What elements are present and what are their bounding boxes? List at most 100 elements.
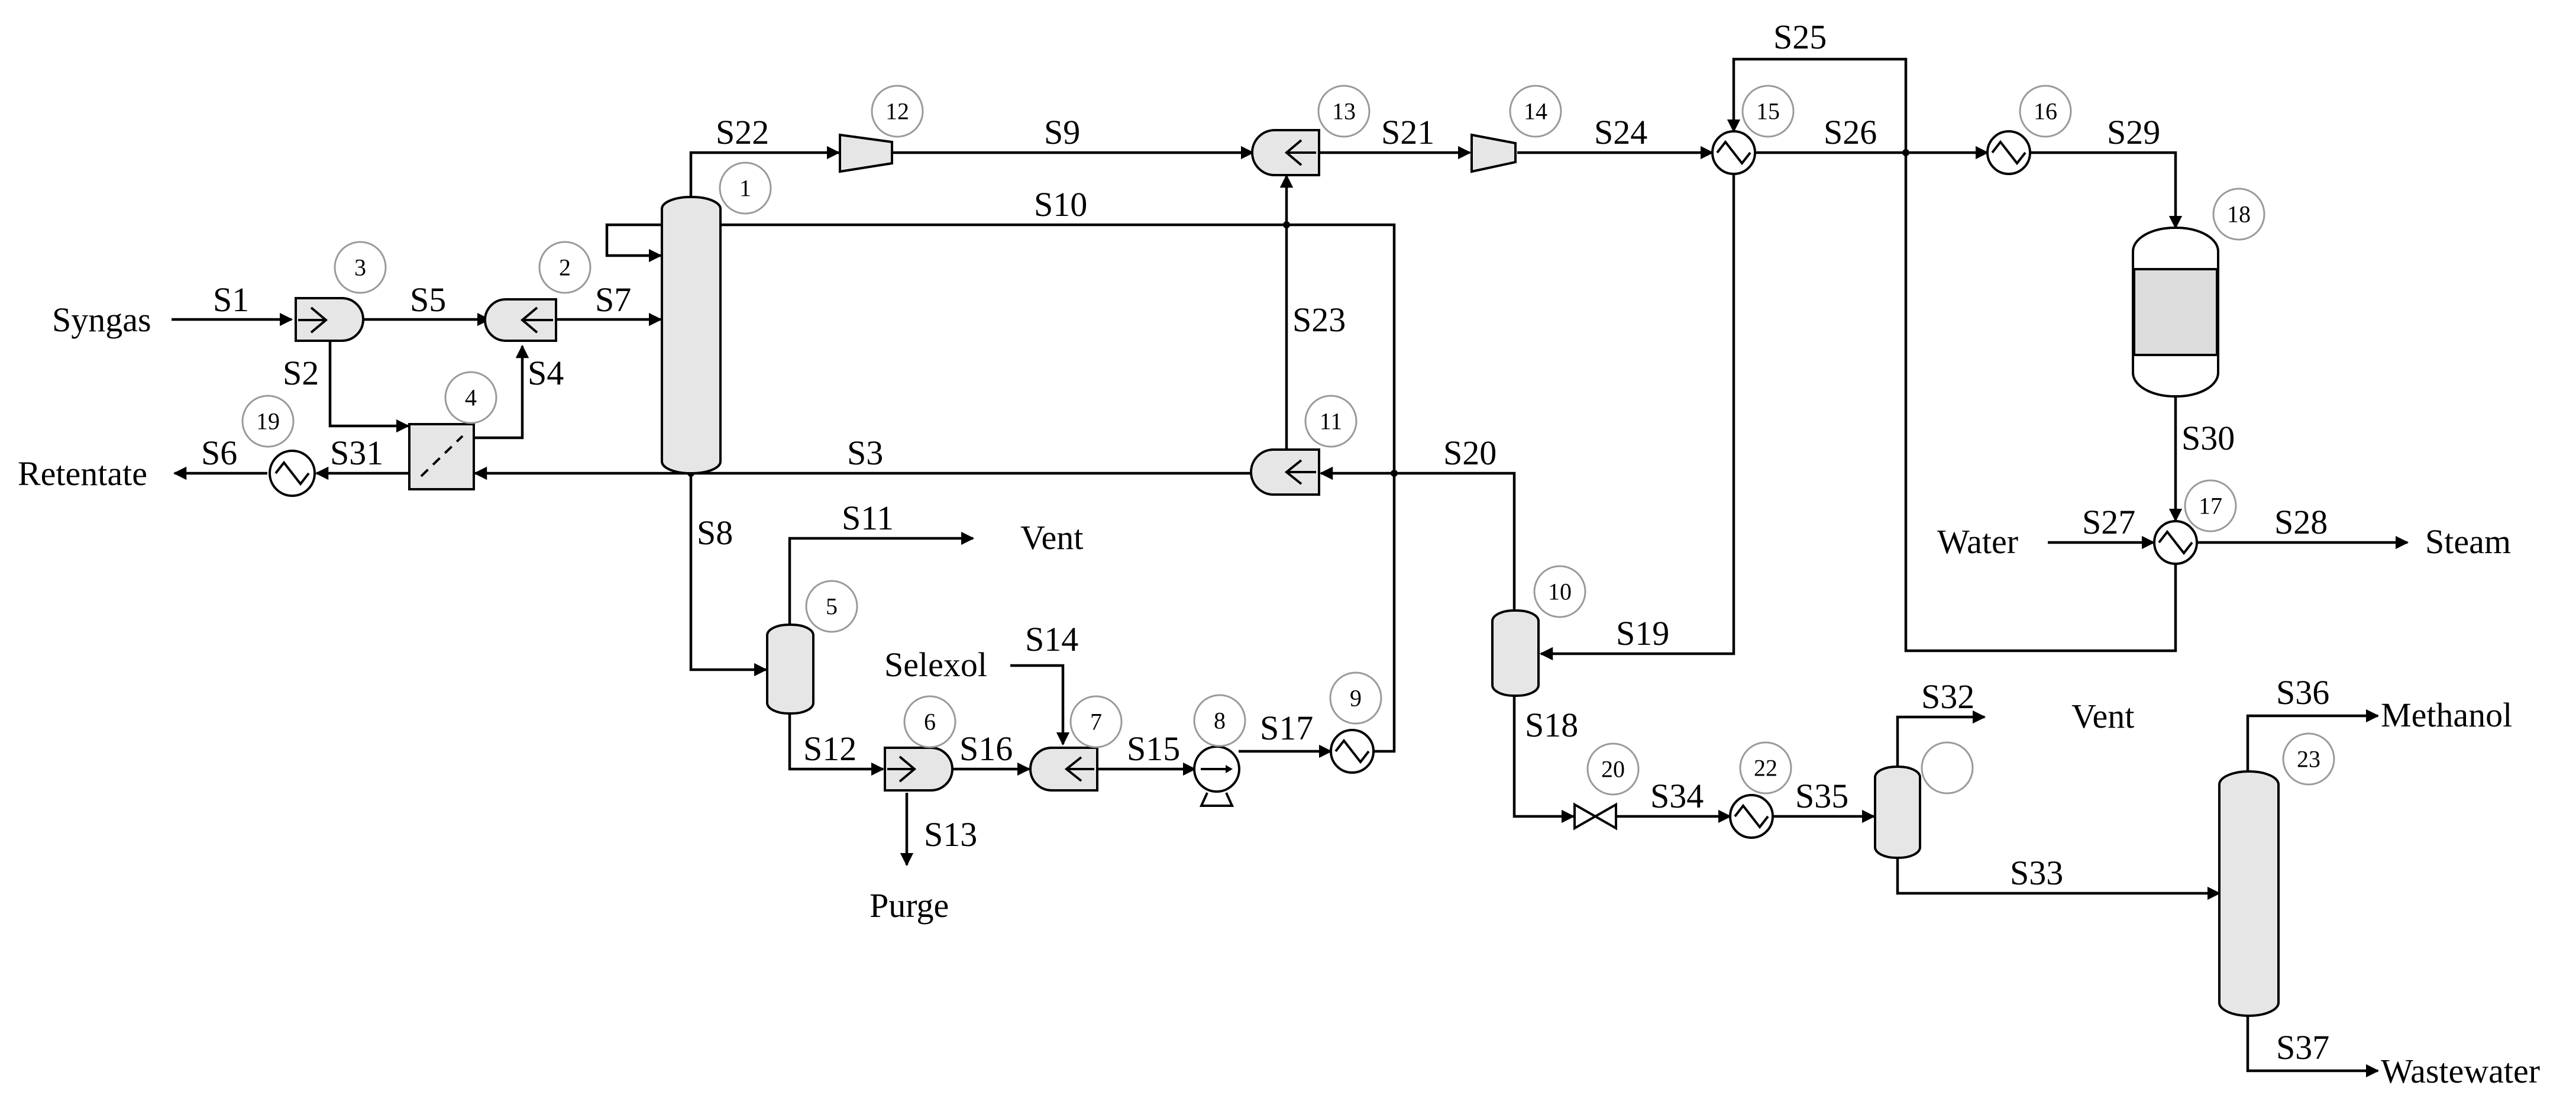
unit-number-19: 19 — [256, 408, 280, 435]
stream-label-s32: S32 — [1921, 677, 1974, 716]
stream-label-s21: S21 — [1381, 113, 1434, 151]
reactor-18[interactable] — [2132, 227, 2219, 398]
unit-number-16: 16 — [2034, 98, 2057, 125]
cooler-19[interactable] — [269, 450, 316, 497]
heat-exchanger-15[interactable] — [1711, 130, 1756, 175]
stream-label-s4: S4 — [528, 354, 564, 392]
mixer-13[interactable] — [1251, 129, 1320, 176]
stream-label-s31: S31 — [330, 434, 383, 472]
stream-label-s18: S18 — [1525, 706, 1578, 744]
product-label-retentate: Retentate — [18, 454, 147, 493]
stream-labels: S1 S2 S5 S7 S4 S6 S31 S3 S20 S22 S9 S10 … — [201, 18, 2329, 1067]
stream-line-s4 — [474, 344, 529, 440]
stream-label-s10: S10 — [1034, 185, 1087, 224]
unit-badges: 1 2 3 4 5 6 7 8 9 10 11 12 13 14 15 16 1… — [241, 85, 2335, 796]
stream-label-s5: S5 — [410, 280, 446, 319]
stream-label-s27: S27 — [2082, 503, 2135, 541]
unit-number-9: 9 — [1350, 685, 1362, 712]
stream-label-s26: S26 — [1824, 113, 1877, 151]
junction-dot — [1902, 149, 1909, 156]
unit-number-10: 10 — [1548, 579, 1572, 605]
splitter-3[interactable] — [295, 297, 364, 342]
product-label-vent-1: Vent — [1020, 518, 1083, 557]
feed-label-water: Water — [1937, 522, 2018, 561]
stream-line-s20 — [1319, 466, 1516, 611]
heat-exchanger-17[interactable] — [2153, 520, 2198, 565]
stream-label-s19: S19 — [1616, 614, 1669, 653]
flash-drum-10[interactable] — [1491, 609, 1540, 697]
stream-label-s7: S7 — [595, 280, 631, 319]
stream-line-s25 — [1727, 57, 1908, 153]
stream-label-s2: S2 — [283, 354, 319, 392]
mixer-7[interactable] — [1029, 747, 1098, 792]
feed-label-syngas: Syngas — [52, 301, 151, 339]
junction-dot — [1391, 470, 1398, 477]
stream-label-s23: S23 — [1292, 301, 1346, 339]
stream-line-s12 — [788, 713, 885, 776]
distillation-column-23[interactable] — [2218, 770, 2280, 1017]
stream-line-s10 — [605, 223, 1396, 753]
stream-line-s29 — [2030, 151, 2183, 230]
stream-label-s8: S8 — [697, 513, 733, 552]
unit-number-1: 1 — [739, 175, 751, 202]
unit-number-3: 3 — [354, 254, 366, 281]
product-label-purge: Purge — [870, 886, 949, 925]
compressor-14[interactable] — [1470, 133, 1517, 173]
stream-label-s14: S14 — [1025, 620, 1078, 658]
unit-number-4: 4 — [465, 385, 477, 411]
stream-label-s16: S16 — [959, 729, 1013, 768]
mixer-11[interactable] — [1250, 448, 1320, 496]
stream-line-s33 — [1896, 858, 2221, 900]
stream-label-s30: S30 — [2181, 419, 2235, 457]
stream-lines — [172, 57, 2409, 1078]
stream-line-s22 — [689, 146, 841, 197]
product-label-wastewater: Wastewater — [2381, 1052, 2540, 1090]
cooler-22[interactable] — [1729, 794, 1774, 839]
product-label-steam: Steam — [2425, 522, 2511, 561]
feed-label-selexol: Selexol — [884, 645, 987, 684]
stream-label-s17: S17 — [1260, 709, 1313, 747]
stream-line-s11 — [788, 531, 975, 625]
unit-number-13: 13 — [1332, 98, 1356, 125]
membrane-separator-4[interactable] — [408, 423, 475, 490]
stream-line-s25-return — [1904, 153, 2177, 653]
unit-number-20: 20 — [1601, 756, 1625, 783]
stream-line-s19 — [1539, 174, 1735, 661]
unit-number-23: 23 — [2297, 746, 2320, 773]
stream-label-s3: S3 — [847, 434, 883, 472]
stream-label-s13: S13 — [924, 815, 977, 854]
stream-line-s2 — [328, 341, 410, 433]
valve-20[interactable] — [1573, 802, 1617, 831]
splitter-6[interactable] — [884, 747, 954, 792]
stream-label-s9: S9 — [1044, 113, 1080, 151]
pump-8[interactable] — [1193, 745, 1240, 807]
stream-label-s15: S15 — [1127, 729, 1180, 768]
stream-line-s37 — [2246, 1016, 2380, 1078]
flash-drum-21[interactable] — [1874, 766, 1921, 859]
stream-label-s22: S22 — [716, 113, 769, 151]
absorber-column-1[interactable] — [661, 196, 722, 474]
stream-label-s28: S28 — [2274, 503, 2328, 541]
stream-label-s35: S35 — [1795, 777, 1848, 815]
mixer-2[interactable] — [484, 298, 557, 342]
stream-label-s25: S25 — [1773, 18, 1827, 56]
stream-label-s34: S34 — [1650, 777, 1704, 815]
stream-label-s20: S20 — [1443, 434, 1497, 472]
product-label-vent-2: Vent — [2071, 697, 2134, 735]
flash-drum-5[interactable] — [766, 624, 815, 715]
unit-number-17: 17 — [2199, 493, 2222, 519]
stream-label-s29: S29 — [2107, 113, 2160, 151]
unit-number-8: 8 — [1214, 708, 1226, 734]
cooler-9[interactable] — [1330, 729, 1375, 774]
cooler-16[interactable] — [1986, 130, 2031, 175]
unit-number-2: 2 — [559, 254, 571, 281]
compressor-12[interactable] — [839, 133, 893, 173]
unit-number-12: 12 — [885, 98, 909, 125]
stream-line-s8 — [689, 473, 768, 677]
stream-label-s1: S1 — [213, 280, 249, 319]
stream-label-s24: S24 — [1594, 113, 1647, 151]
feed-product-labels: Syngas Retentate Vent Selexol Purge Vent… — [18, 301, 2540, 1090]
stream-label-s37: S37 — [2276, 1028, 2329, 1067]
unit-number-5: 5 — [826, 593, 838, 620]
